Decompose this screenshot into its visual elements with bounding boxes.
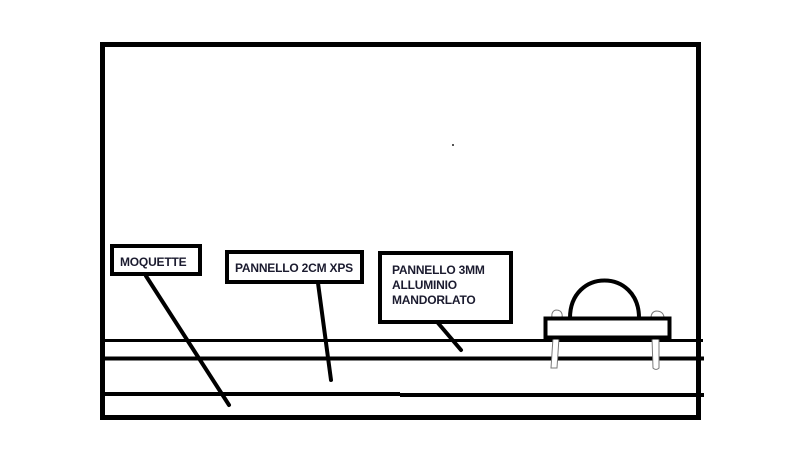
screw-left [550,309,563,369]
label-moquette: MOQUETTE [110,244,202,276]
label-moquette-text: MOQUETTE [120,255,187,269]
label-alu-line-3: MANDORLATO [392,293,476,307]
screw-right [650,310,665,370]
pointer-aluminium [436,321,463,352]
pointer-moquette [144,274,231,407]
stray-dot [452,144,454,146]
outer-frame [100,42,701,420]
label-xps-text: PANNELLO 2CM XPS [235,261,353,275]
label-xps-panel: PANNELLO 2CM XPS [225,250,364,284]
mounting-plate [543,316,672,340]
label-aluminium-panel: PANNELLO 3MM ALLUMINIO MANDORLATO [378,251,513,324]
dome-handle [568,278,641,319]
pointer-xps [316,281,333,382]
label-alu-line-1: PANNELLO 3MM [392,263,485,277]
label-alu-line-2: ALLUMINIO [392,278,457,292]
